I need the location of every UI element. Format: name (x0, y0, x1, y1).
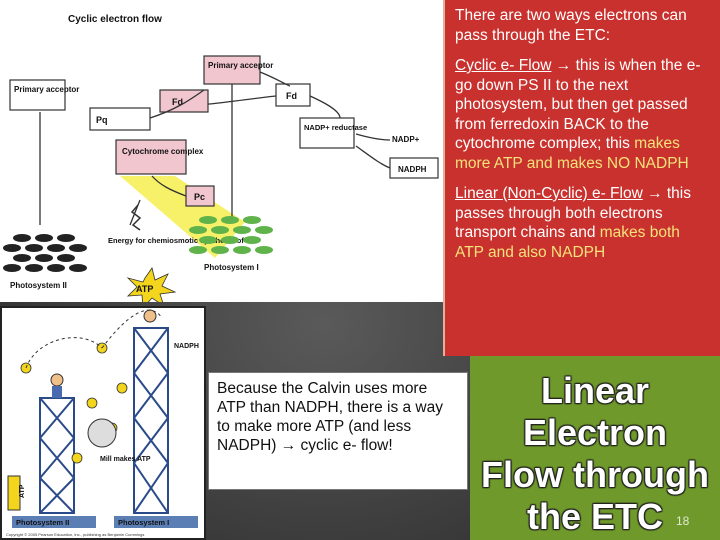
cyclic-body: → this is when the e- go down PS II to t… (455, 57, 701, 152)
fd-left-label: Fd (172, 97, 183, 107)
linear-paragraph: Linear (Non-Cyclic) e- Flow → this passe… (455, 184, 710, 262)
title-line-2: Electron (522, 412, 668, 453)
cytochrome-complex-label: Cytochrome complex (122, 147, 204, 156)
mill-wheel (87, 418, 117, 448)
worker-left (50, 373, 64, 387)
mechanical-analogy-illustration: Mill makes ATP NADPH ATP Photosystem II … (0, 306, 206, 540)
ps2-base (12, 516, 96, 528)
electron-path-arc-1 (25, 337, 103, 369)
ps1-label: Photosystem I (204, 263, 259, 272)
linear-highlight: makes both ATP and also NADPH (455, 224, 680, 261)
nadph-illustration-label: NADPH (174, 343, 199, 350)
cytochrome-complex-box (115, 139, 187, 175)
pq-box (89, 107, 151, 131)
cyclic-heading: Cyclic e- Flow (455, 57, 552, 74)
cyclic-electron-flow-diagram: Cyclic electron flow Primary acceptor Pr… (0, 0, 443, 302)
title-panel: Linear Electron Flow through the ETC (470, 356, 720, 540)
slide-title: Linear Electron Flow through the ETC (470, 370, 720, 538)
atp-label: ATP (136, 284, 153, 294)
mill-label: Mill makes ATP (100, 456, 151, 463)
atp-tag-label: ATP (19, 484, 26, 498)
primary-acceptor-top-label: Primary acceptor (208, 61, 273, 70)
pc-label: Pc (194, 192, 205, 202)
copyright-text: Copyright © 2005 Pearson Education, Inc.… (6, 532, 144, 537)
right-tower (133, 327, 169, 514)
photosystem-ii-cluster (3, 234, 87, 272)
primary-acceptor-top-box (203, 55, 261, 85)
cyclic-paragraph: Cyclic e- Flow → this is when the e- go … (455, 56, 710, 173)
etc-explanation-panel: There are two ways electrons can pass th… (443, 0, 720, 356)
calvin-note-box: Because the Calvin uses more ATP than NA… (208, 372, 468, 490)
nadp-reductase-box (299, 117, 355, 149)
nadph-label: NADPH (398, 165, 427, 174)
linear-body: → this passes through both electrons tra… (455, 185, 691, 241)
electron-path-arc-2 (101, 309, 163, 349)
left-tower (39, 397, 75, 514)
fd-right-box (275, 83, 311, 107)
electron-flow-arrows (39, 71, 391, 226)
slide-number: 18 (676, 514, 690, 528)
ps1-base (114, 516, 198, 528)
worker-left-body (52, 386, 62, 398)
atp-starburst (126, 267, 177, 302)
nadp-plus-label: NADP+ (392, 135, 420, 144)
nadp-reductase-label: NADP+ reductase (304, 123, 367, 132)
cyclic-highlight: makes more ATP and makes NO NADPH (455, 135, 689, 172)
atp-tag (7, 475, 21, 511)
title-line-3: Flow through (481, 454, 709, 495)
ps2-base-label: Photosystem II (16, 518, 69, 527)
fd-left-box (159, 89, 209, 113)
diagram-title: Cyclic electron flow (68, 14, 162, 25)
title-line-4: the ETC (526, 496, 663, 537)
energy-label: Energy for chemiosmotic synthesis of (108, 236, 244, 245)
primary-acceptor-left-box (9, 79, 66, 111)
primary-acceptor-left-label: Primary acceptor (14, 85, 79, 94)
ps1-base-label: Photosystem I (118, 518, 169, 527)
intro-text: There are two ways electrons can pass th… (455, 7, 687, 44)
fd-right-label: Fd (286, 91, 297, 101)
ps2-label: Photosystem II (10, 281, 67, 290)
photosystem-i-cluster (189, 216, 273, 254)
pq-label: Pq (96, 115, 108, 125)
linear-heading: Linear (Non-Cyclic) e- Flow (455, 185, 643, 202)
energy-zigzag (130, 204, 142, 231)
title-line-1: Linear (540, 370, 650, 411)
